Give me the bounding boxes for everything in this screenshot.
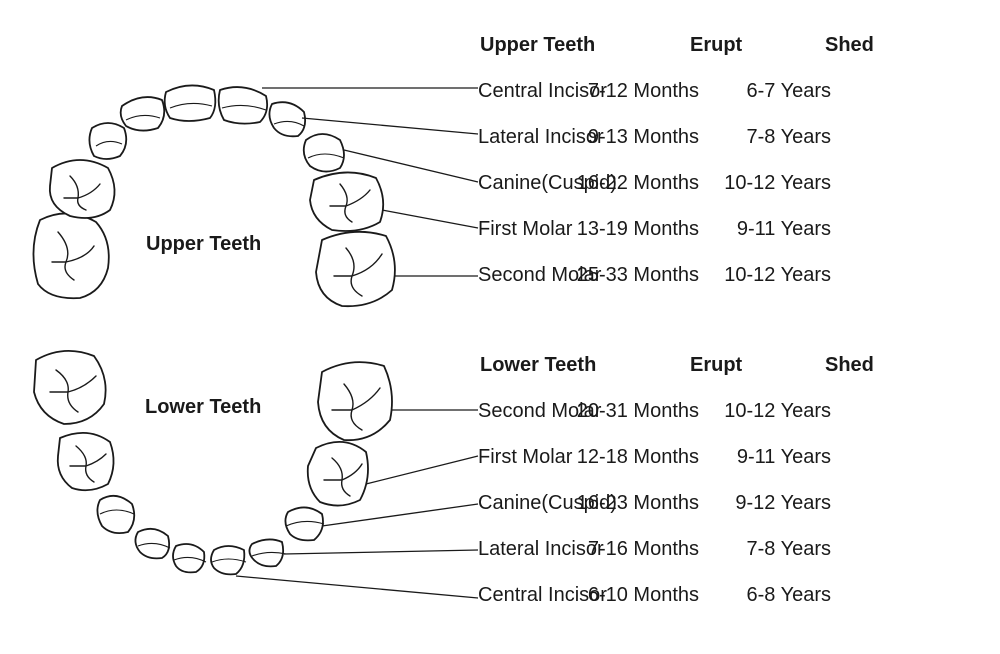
- leader-lower-first-molar: [365, 455, 479, 485]
- upper-left-central-incisor: [163, 84, 217, 122]
- upper-right-lateral-incisor: [268, 101, 307, 138]
- leader-lower-canine: [321, 503, 479, 527]
- lower-right-lateral-incisor: [248, 538, 287, 568]
- erupt-range: 9-13 Months: [587, 126, 699, 148]
- tooth-name: Central Incisor: [478, 80, 607, 102]
- shed-range: 9-12 Years: [735, 492, 831, 514]
- leader-upper-canine: [343, 149, 479, 183]
- shed-range: 7-8 Years: [746, 538, 831, 560]
- shed-range: 10-12 Years: [724, 172, 831, 194]
- erupt-range: 16-22 Months: [576, 172, 699, 194]
- tooth-name: Canine(Cuspid): [478, 492, 617, 514]
- lower-right-first-molar: [306, 441, 369, 507]
- lower-header-name: Lower Teeth: [480, 354, 597, 376]
- upper-header-name: Upper Teeth: [480, 34, 596, 56]
- lower-left-second-molar: [33, 350, 107, 425]
- lower-header-shed: Shed: [825, 354, 874, 376]
- leader-lower-lateral-incisor: [283, 549, 479, 555]
- upper-teeth-diagram-label: Upper Teeth: [146, 233, 261, 255]
- upper-leader-lines: [262, 87, 479, 277]
- tooth-name: Lateral Incisor: [478, 538, 604, 560]
- tooth-name: Second Molar: [478, 400, 602, 422]
- upper-header-shed: Shed: [825, 34, 874, 56]
- erupt-range: 13-19 Months: [576, 218, 699, 240]
- upper-left-lateral-incisor: [119, 96, 166, 132]
- lower-left-lateral-incisor: [134, 527, 171, 560]
- upper-header-erupt: Erupt: [690, 34, 743, 56]
- lower-left-central-incisor: [172, 543, 207, 574]
- tooth-name: Second Molar: [478, 264, 602, 286]
- erupt-range: 25-33 Months: [576, 264, 699, 286]
- upper-right-canine: [302, 133, 345, 173]
- erupt-range: 7-16 Months: [587, 538, 699, 560]
- shed-range: 9-11 Years: [736, 218, 831, 240]
- erupt-range: 20-31 Months: [576, 400, 699, 422]
- lower-arch: [33, 350, 393, 576]
- tooth-name: Canine(Cuspid): [478, 172, 617, 194]
- upper-left-second-molar: [32, 212, 110, 300]
- upper-arch: [32, 84, 396, 308]
- shed-range: 6-8 Years: [746, 584, 831, 606]
- lower-right-canine: [284, 506, 325, 542]
- erupt-range: 6-10 Months: [587, 584, 699, 606]
- upper-right-second-molar: [315, 230, 396, 308]
- shed-range: 9-11 Years: [736, 446, 831, 468]
- tooth-name: Lateral Incisor: [478, 126, 604, 148]
- erupt-range: 12-18 Months: [576, 446, 699, 468]
- lower-left-canine: [96, 494, 136, 535]
- lower-teeth-diagram-label: Lower Teeth: [145, 396, 261, 418]
- leader-upper-lateral-incisor: [301, 117, 479, 135]
- leader-upper-first-molar: [381, 209, 479, 229]
- tooth-name: First Molar: [478, 218, 573, 240]
- lower-header-erupt: Erupt: [690, 354, 743, 376]
- shed-range: 10-12 Years: [724, 400, 831, 422]
- shed-range: 6-7 Years: [746, 80, 831, 102]
- shed-range: 10-12 Years: [724, 264, 831, 286]
- tooth-name: Central Incisor: [478, 584, 607, 606]
- upper-left-canine: [88, 122, 128, 160]
- shed-range: 7-8 Years: [746, 126, 831, 148]
- upper-right-central-incisor: [217, 86, 269, 125]
- lower-right-central-incisor: [210, 545, 247, 576]
- tooth-name: First Molar: [478, 446, 573, 468]
- upper-right-first-molar: [309, 171, 385, 232]
- erupt-range: 16-23 Months: [576, 492, 699, 514]
- lower-right-second-molar: [317, 361, 393, 442]
- lower-left-first-molar: [56, 432, 115, 492]
- leader-lower-central-incisor: [235, 575, 479, 599]
- lower-leader-lines: [235, 409, 479, 599]
- upper-left-first-molar: [48, 159, 116, 219]
- erupt-range: 7-12 Months: [587, 80, 699, 102]
